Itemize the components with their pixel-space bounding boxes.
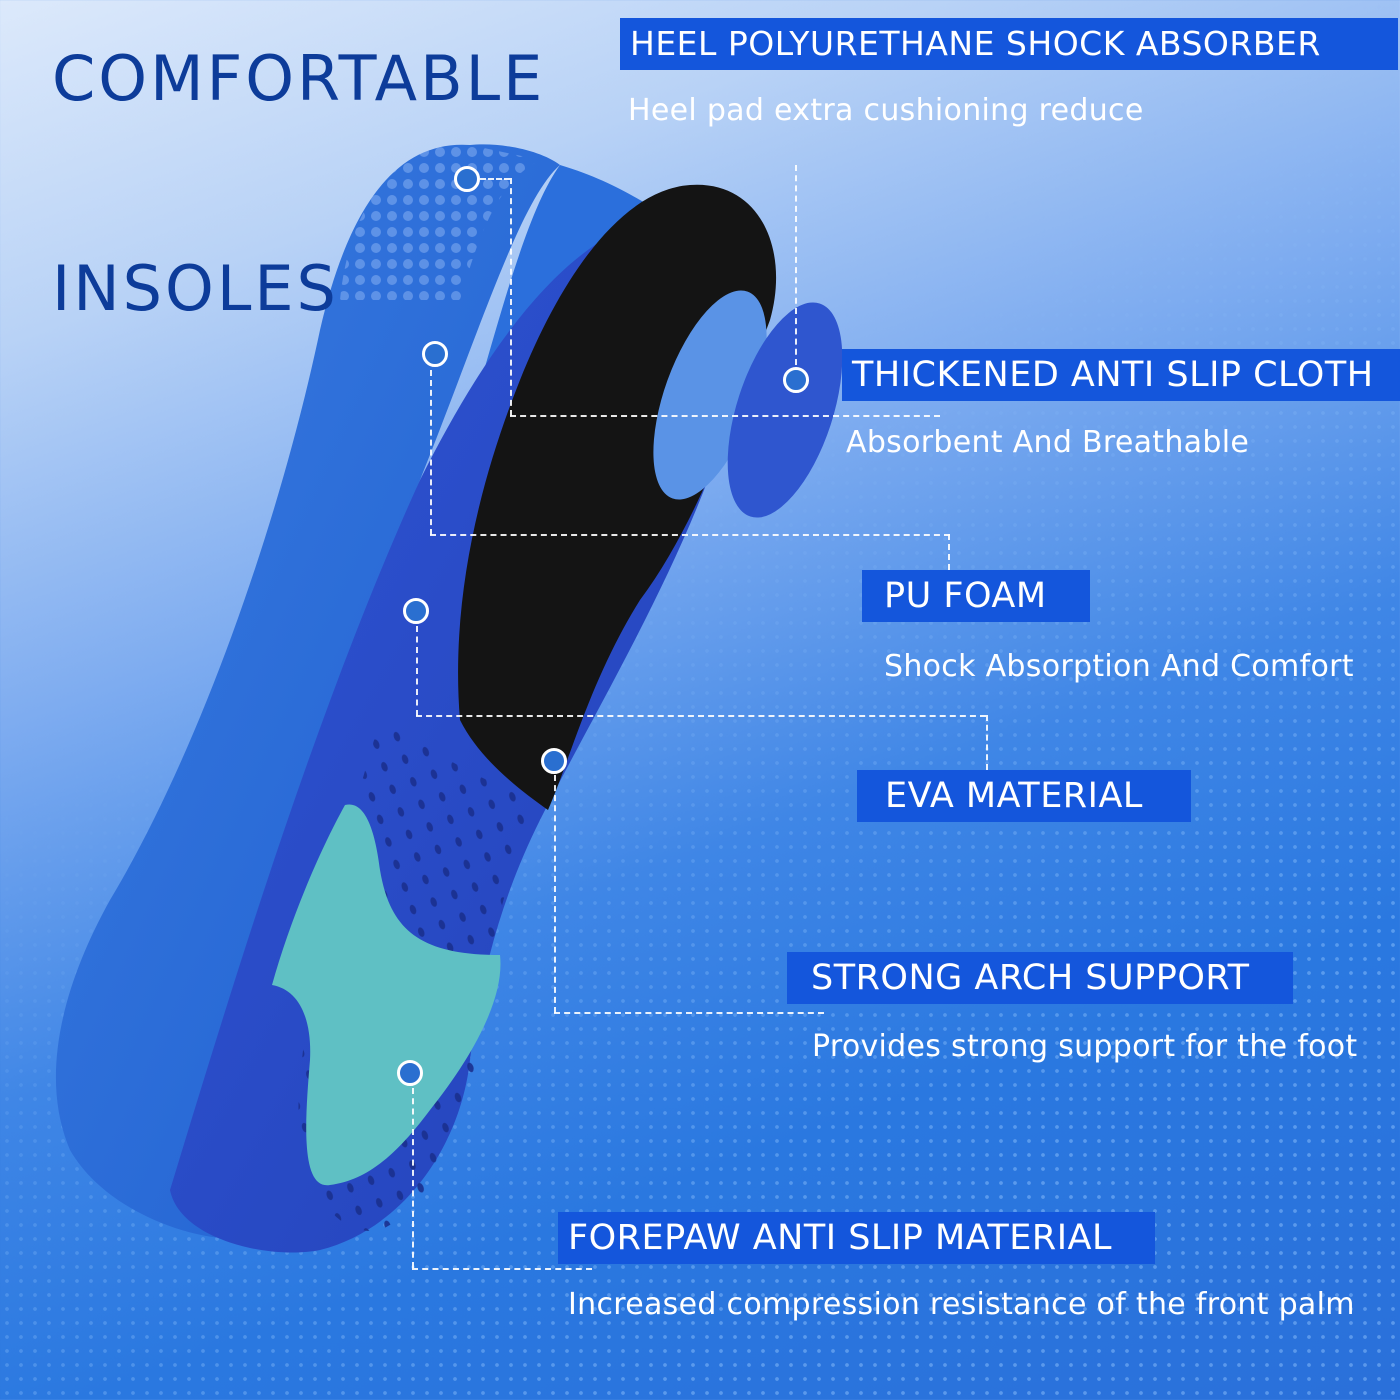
connector-line — [430, 534, 950, 536]
feature-title-arch-support: STRONG ARCH SUPPORT — [787, 952, 1293, 1004]
headline-line-1: COMFORTABLE — [52, 42, 546, 115]
connector-line — [554, 775, 556, 1013]
feature-title-pu-foam: PU FOAM — [862, 570, 1090, 622]
feature-desc-arch-support: Provides strong support for the foot — [812, 1029, 1358, 1064]
connector-line — [795, 165, 797, 365]
connector-line — [986, 715, 988, 770]
feature-desc-heel-absorber: Heel pad extra cushioning reduce — [628, 93, 1144, 128]
connector-line — [412, 1268, 592, 1270]
connector-line — [948, 534, 950, 570]
feature-desc-forepaw: Increased compression resistance of the … — [568, 1287, 1355, 1322]
callout-marker-anti-slip-cloth — [783, 367, 809, 393]
feature-title-forepaw: FOREPAW ANTI SLIP MATERIAL — [558, 1212, 1155, 1264]
connector-line — [416, 626, 418, 716]
callout-marker-arch-support — [541, 748, 567, 774]
feature-desc-pu-foam: Shock Absorption And Comfort — [884, 649, 1354, 684]
connector-line — [416, 715, 986, 717]
callout-marker-heel-absorber — [454, 166, 480, 192]
callout-marker-eva — [403, 598, 429, 624]
connector-line — [480, 178, 510, 180]
connector-line — [510, 415, 940, 417]
feature-title-eva: EVA MATERIAL — [857, 770, 1191, 822]
feature-desc-anti-slip-cloth: Absorbent And Breathable — [846, 425, 1250, 460]
connector-line — [430, 370, 432, 535]
callout-marker-forepaw — [397, 1060, 423, 1086]
connector-line — [554, 1012, 824, 1014]
feature-title-anti-slip-cloth: THICKENED ANTI SLIP CLOTH — [842, 349, 1400, 401]
headline-line-2: INSOLES — [52, 252, 339, 325]
connector-line — [412, 1088, 414, 1268]
connector-line — [510, 178, 512, 416]
callout-marker-pu-foam — [422, 341, 448, 367]
feature-title-heel-absorber: HEEL POLYURETHANE SHOCK ABSORBER — [620, 18, 1398, 70]
